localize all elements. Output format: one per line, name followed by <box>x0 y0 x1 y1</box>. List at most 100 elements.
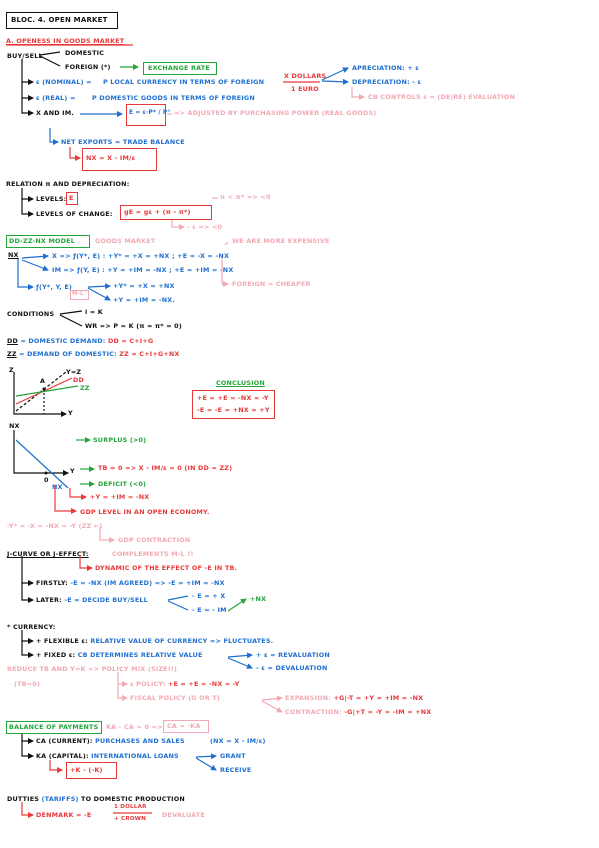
pink-note-e: - ε => <0 <box>187 223 223 231</box>
title-box <box>6 12 118 29</box>
section-heading-openness: A. OPENESS IN GOODS MARKET <box>6 37 125 45</box>
e-nominal-symbol: ε (NOMINAL) = <box>36 78 92 86</box>
dd-definition: DD = DOMESTIC DEMAND: DD = C+I+G <box>7 337 154 345</box>
depreciation-label: DEPRECIATION: - ε <box>352 78 422 86</box>
appreciation-label: APRECIATION: + ε <box>352 64 420 72</box>
nx-formula-box <box>82 148 157 171</box>
later-nx: +NX <box>250 595 267 603</box>
y-im-label: +Y = +IM = -NX <box>90 493 150 501</box>
change-formula: gE = gε + (π - π*) <box>124 208 191 216</box>
pink-y-line: -Y* = -X = -NX = -Y (ZZ ←) <box>7 522 103 530</box>
nx-formula: NX = X - IM/ε <box>86 154 136 162</box>
bop-heading: BALANCE OF PAYMENTS <box>9 723 99 731</box>
k-formula: +K - (-K) <box>70 766 103 774</box>
adjusted-note: => ADJUSTED BY PURCHASING POWER (REAL GO… <box>174 109 377 117</box>
expansion-line: EXPANSION: +G|-T = +Y = +IM = -NX <box>285 694 424 702</box>
graph1-y-label: Z <box>9 366 14 374</box>
graph2-y-label: NX <box>9 422 20 430</box>
graph2-x-label: Y <box>70 467 75 475</box>
graph2-nx-label: NX <box>52 483 63 491</box>
levels-label: LEVELS: <box>36 195 67 203</box>
foreign-cheaper-note: FOREIGN = CHEAPER <box>232 280 311 288</box>
receive-label: RECEIVE <box>220 766 252 774</box>
currency-heading: * CURRENCY: <box>7 623 56 631</box>
dd-zz-nx-box <box>6 235 90 248</box>
exchange-rate-label: EXCHANGE RATE <box>148 64 210 72</box>
exchange-rate-box <box>143 62 217 75</box>
e-policy-line: ε POLICY: +E = +E = -NX = -Y <box>130 680 240 688</box>
grant-label: GRANT <box>220 752 246 760</box>
dollar-euro-numerator: X DOLLARS <box>284 72 327 80</box>
e-real-symbol: ε (REAL) = <box>36 94 76 102</box>
f-output-2: +Y = +IM = -NX. <box>113 296 176 304</box>
conclusion-line-2: -E = -E = +NX = +Y <box>197 406 270 414</box>
levels-value: E <box>69 194 74 202</box>
graph1-x-label: Y <box>68 409 73 417</box>
dollar-euro-denominator: 1 EURO <box>291 85 319 93</box>
surplus-label: SURPLUS (>0) <box>93 436 147 444</box>
e-formula: E = ε·P* / P° <box>129 110 171 116</box>
foreign-label: FOREIGN (*) <box>65 63 111 71</box>
contraction-line: CONTRACTION: -G|+T = -Y = -IM = +NX <box>285 708 432 716</box>
graph1-diag-label: Y=Z <box>66 368 82 376</box>
bop-formula: CA = -KA <box>167 722 201 730</box>
denmark-label: DENMARK = -E <box>36 811 92 819</box>
ka-line: KA (CAPITAL): INTERNATIONAL LOANS <box>36 752 179 760</box>
domestic-label: DOMESTIC <box>65 49 105 57</box>
complements-note: COMPLEMENTS M-L !! <box>112 550 194 558</box>
x-and-im-label: X AND IM. <box>36 109 74 117</box>
buy-sell-label: BUY/SELL <box>7 52 43 60</box>
change-box <box>120 205 212 220</box>
graph2-origin-label: 0 <box>44 476 49 484</box>
fixed-line: + FIXED ε: CB DETERMINES RELATIVE VALUE <box>36 651 203 659</box>
conclusion-line-1: +E = +E = -NX = -Y <box>197 394 269 402</box>
ml-box <box>70 290 89 300</box>
flexible-line: + FLEXIBLE ε: RELATIVE VALUE OF CURRENCY… <box>36 637 274 645</box>
change-label: LEVELS OF CHANGE: <box>36 210 113 218</box>
e-nominal-definition: P LOCAL CURRENCY IN TERMS OF FOREIGN <box>103 78 265 86</box>
bop-box <box>6 721 102 734</box>
conclusion-box <box>192 390 275 419</box>
later-line: LATER: -E = DECIDE BUY/SELL <box>36 596 148 604</box>
ca-formula: (NX = X - IM/ε) <box>210 737 266 745</box>
ca-line: CA (CURRENT): PURCHASES AND SALES <box>36 737 185 745</box>
later-x: - E = + X <box>192 592 226 600</box>
conditions-label: CONDITIONS <box>7 310 55 318</box>
e-formula-box <box>126 104 166 126</box>
dynamic-note: DYNAMIC OF THE EFFECT OF -E IN TB. <box>95 564 238 572</box>
net-exports-label: NET EXPORTS = TRADE BALANCE <box>61 138 185 146</box>
pink-note-pi: π < π* => <0 <box>220 193 271 201</box>
levels-box <box>66 192 78 205</box>
devaluation-label: - ε = DEVALUATION <box>256 664 328 672</box>
zz-definition: ZZ = DEMAND OF DOMESTIC: ZZ = C+I+G+NX <box>7 350 180 358</box>
e-real-definition: P DOMESTIC GOODS IN TERMS OF FOREIGN <box>92 94 255 102</box>
gdp-contraction-note: GDP CONTRACTION <box>118 536 191 544</box>
ml-label: M-L <box>72 291 84 297</box>
condition-1: i = K <box>85 308 103 316</box>
nx-label: NX <box>8 251 19 259</box>
dd-zz-nx-heading: DD-ZZ-NX MODEL <box>9 237 76 245</box>
condition-2: WR => P = K (π = π* = 0) <box>85 322 182 330</box>
tb-zero-note: (TB=0) <box>14 680 41 688</box>
x-function-line: X => ƒ(Y*, E) : +Y* = +X = +NX ; +E = -X… <box>52 252 230 260</box>
firstly-line: FIRSTLY: -E = -NX (IM AGREED) => -E = +I… <box>36 579 225 587</box>
graph1-zz-label: ZZ <box>80 384 90 392</box>
fiscal-policy-label: FISCAL POLICY (G OR T) <box>130 694 221 702</box>
im-function-line: IM => ƒ(Y, E) : +Y = +IM = -NX ; +E = +I… <box>52 266 234 274</box>
conclusion-title: CONCLUSION <box>216 379 265 387</box>
gdp-level-label: GDP LEVEL IN AN OPEN ECONOMY. <box>80 508 210 516</box>
more-expensive-note: WE ARE MORE EXPENSIVE <box>232 237 330 245</box>
relation-heading: RELATION π AND DEPRECIATION: <box>6 180 130 188</box>
later-im: - E = - IM <box>192 606 227 614</box>
cb-controls-note: CB CONTROLS ε = (DE|RE) EVALUATION <box>368 93 516 101</box>
k-box <box>66 762 117 779</box>
denmark-numerator: 1 DOLLAR <box>114 804 147 810</box>
graph1-point-label: A <box>40 377 46 385</box>
f-function: ƒ(Y*, Y, E) <box>36 283 73 291</box>
reduce-tb-note: REDUCE TB AND Y=K => POLICY MIX (SIZE!!) <box>7 665 178 673</box>
page-title: BLOC. 4. OPEN MARKET <box>11 16 108 24</box>
graph1-dd-label: DD <box>73 376 85 384</box>
deficit-label: DEFICIT (<0) <box>98 480 147 488</box>
bop-note: KA - CA = 0 => <box>106 723 163 731</box>
